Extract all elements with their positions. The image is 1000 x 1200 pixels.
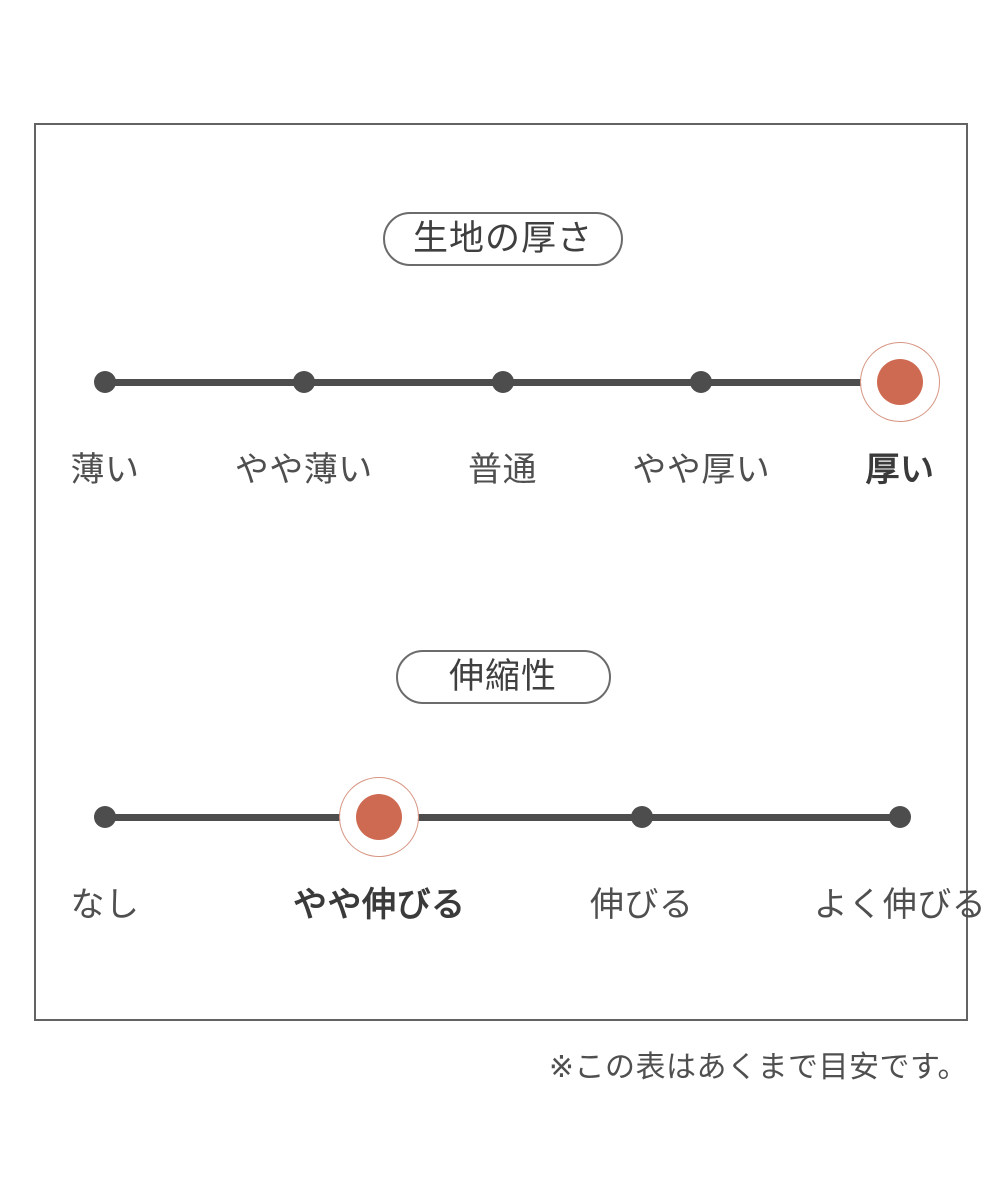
selected-marker-ring-stretch [339,777,420,857]
scale-label-thickness-5: 厚い [865,451,935,489]
scale-dot-stretch-1[interactable] [94,806,116,828]
scale-label-thickness-4: やや厚い [632,451,771,489]
badge-fabric-thickness: 生地の厚さ [382,212,623,266]
footnote-disclaimer: ※この表はあくまで目安です。 [548,1051,968,1084]
scale-label-stretch-1: なし [70,886,140,924]
selected-marker-ring-thickness [860,342,940,422]
scale-label-thickness-1: 薄い [70,451,140,489]
scale-dot-stretch-4[interactable] [889,806,911,828]
scale-dot-thickness-3[interactable] [491,371,514,393]
badge-stretchiness: 伸縮性 [395,650,611,704]
scale-dot-thickness-4[interactable] [690,371,713,393]
scale-line-stretch [105,814,900,821]
scale-label-thickness-3: 普通 [468,451,537,489]
scale-label-stretch-2: やや伸びる [293,886,466,924]
scale-dot-stretch-3[interactable] [630,806,653,828]
scale-label-stretch-4: よく伸びる [813,886,987,924]
badge-wrap-thickness: 生地の厚さ [36,212,970,266]
scale-label-thickness-2: やや薄い [234,451,373,489]
badge-wrap-stretch: 伸縮性 [36,650,970,704]
scale-label-stretch-3: 伸びる [589,886,694,924]
scale-dot-thickness-1[interactable] [94,371,116,393]
scale-dot-thickness-2[interactable] [292,371,315,393]
spec-table-frame: 生地の厚さ 薄い やや薄い 普通 やや厚い 厚い 伸縮性 [34,123,986,1021]
